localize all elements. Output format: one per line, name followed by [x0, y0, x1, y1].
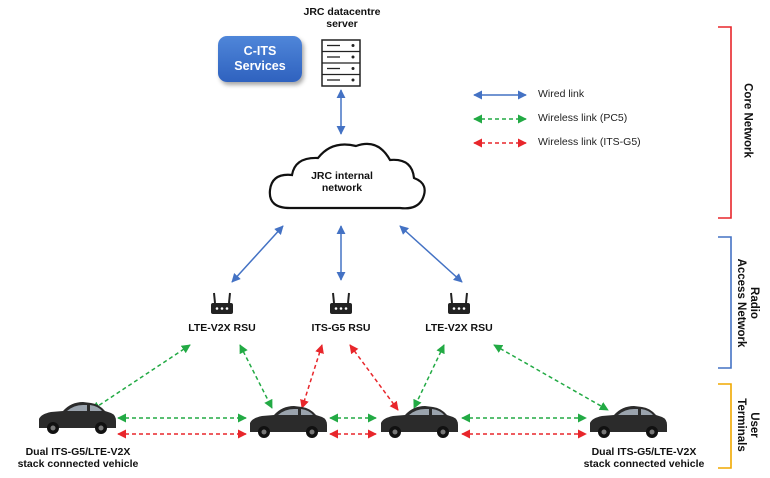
- itsg5-link-rsu2-car2: [300, 344, 324, 409]
- layer-user-line1: User: [748, 412, 760, 438]
- wired-link-cloud-rsu-left: [231, 225, 284, 283]
- layer-radio-access-network: Radio Access Network: [734, 248, 760, 358]
- vehicle-label-right-line1: Dual ITS-G5/LTE-V2X: [591, 446, 697, 458]
- vehicle-label-right-line2: stack connected vehicle: [583, 458, 705, 470]
- pc5-link-rsu1-car1: [91, 344, 191, 411]
- pc5-link-rsu3-car4: [493, 344, 609, 411]
- radio-access-bracket: [718, 236, 732, 369]
- cloud-label-line1: JRC internal: [311, 170, 373, 182]
- layer-ran-line1: Radio: [748, 287, 760, 319]
- itsg5-link-rsu2-car3: [349, 344, 399, 411]
- router-icon-left: [210, 292, 234, 315]
- layer-user-line2: Terminals: [735, 398, 747, 452]
- layer-ran-line2: Access Network: [735, 258, 747, 348]
- server-icon: [321, 39, 361, 87]
- legend-itsg5-label: Wireless link (ITS-G5): [538, 136, 641, 148]
- car-icon-4: [590, 406, 667, 438]
- router-icon-right: [447, 292, 471, 315]
- server-title: JRC datacentre server: [300, 6, 384, 30]
- services-line1: C-ITS: [243, 44, 277, 58]
- router-icon-center: [329, 292, 353, 315]
- server-title-line1: JRC datacentre: [303, 6, 381, 18]
- pc5-link-rsu3-car3: [413, 344, 445, 409]
- vehicle-label-left-line1: Dual ITS-G5/LTE-V2X: [25, 446, 131, 458]
- car-icon-2: [250, 406, 327, 438]
- vehicle-label-left-line2: stack connected vehicle: [17, 458, 139, 470]
- legend-pc5-label: Wireless link (PC5): [538, 112, 628, 124]
- server-title-line2: server: [326, 18, 358, 30]
- layer-core-network: Core Network: [741, 83, 754, 158]
- rsu-label-left: LTE-V2X RSU: [188, 322, 256, 334]
- services-line2: Services: [234, 59, 286, 73]
- car-icon-1: [39, 402, 116, 434]
- cloud-icon: [268, 142, 426, 210]
- rsu-label-right: LTE-V2X RSU: [425, 322, 493, 334]
- vehicle-label-left: Dual ITS-G5/LTE-V2X stack connected vehi…: [8, 446, 148, 470]
- cloud-label: JRC internal network: [301, 170, 383, 194]
- car-icon-3: [381, 406, 458, 438]
- cloud-label-line2: network: [321, 182, 363, 194]
- user-terminals-bracket: [718, 383, 732, 469]
- wired-link-cloud-rsu-right: [399, 225, 463, 283]
- legend-wired-label: Wired link: [538, 88, 585, 100]
- layer-user-terminals: User Terminals: [734, 390, 760, 460]
- rsu-label-center: ITS-G5 RSU: [311, 322, 371, 334]
- core-network-bracket: [718, 26, 732, 219]
- vehicle-label-right: Dual ITS-G5/LTE-V2X stack connected vehi…: [574, 446, 714, 470]
- c-its-services-box: C-ITS Services: [218, 36, 302, 82]
- pc5-link-rsu1-car2: [239, 344, 273, 409]
